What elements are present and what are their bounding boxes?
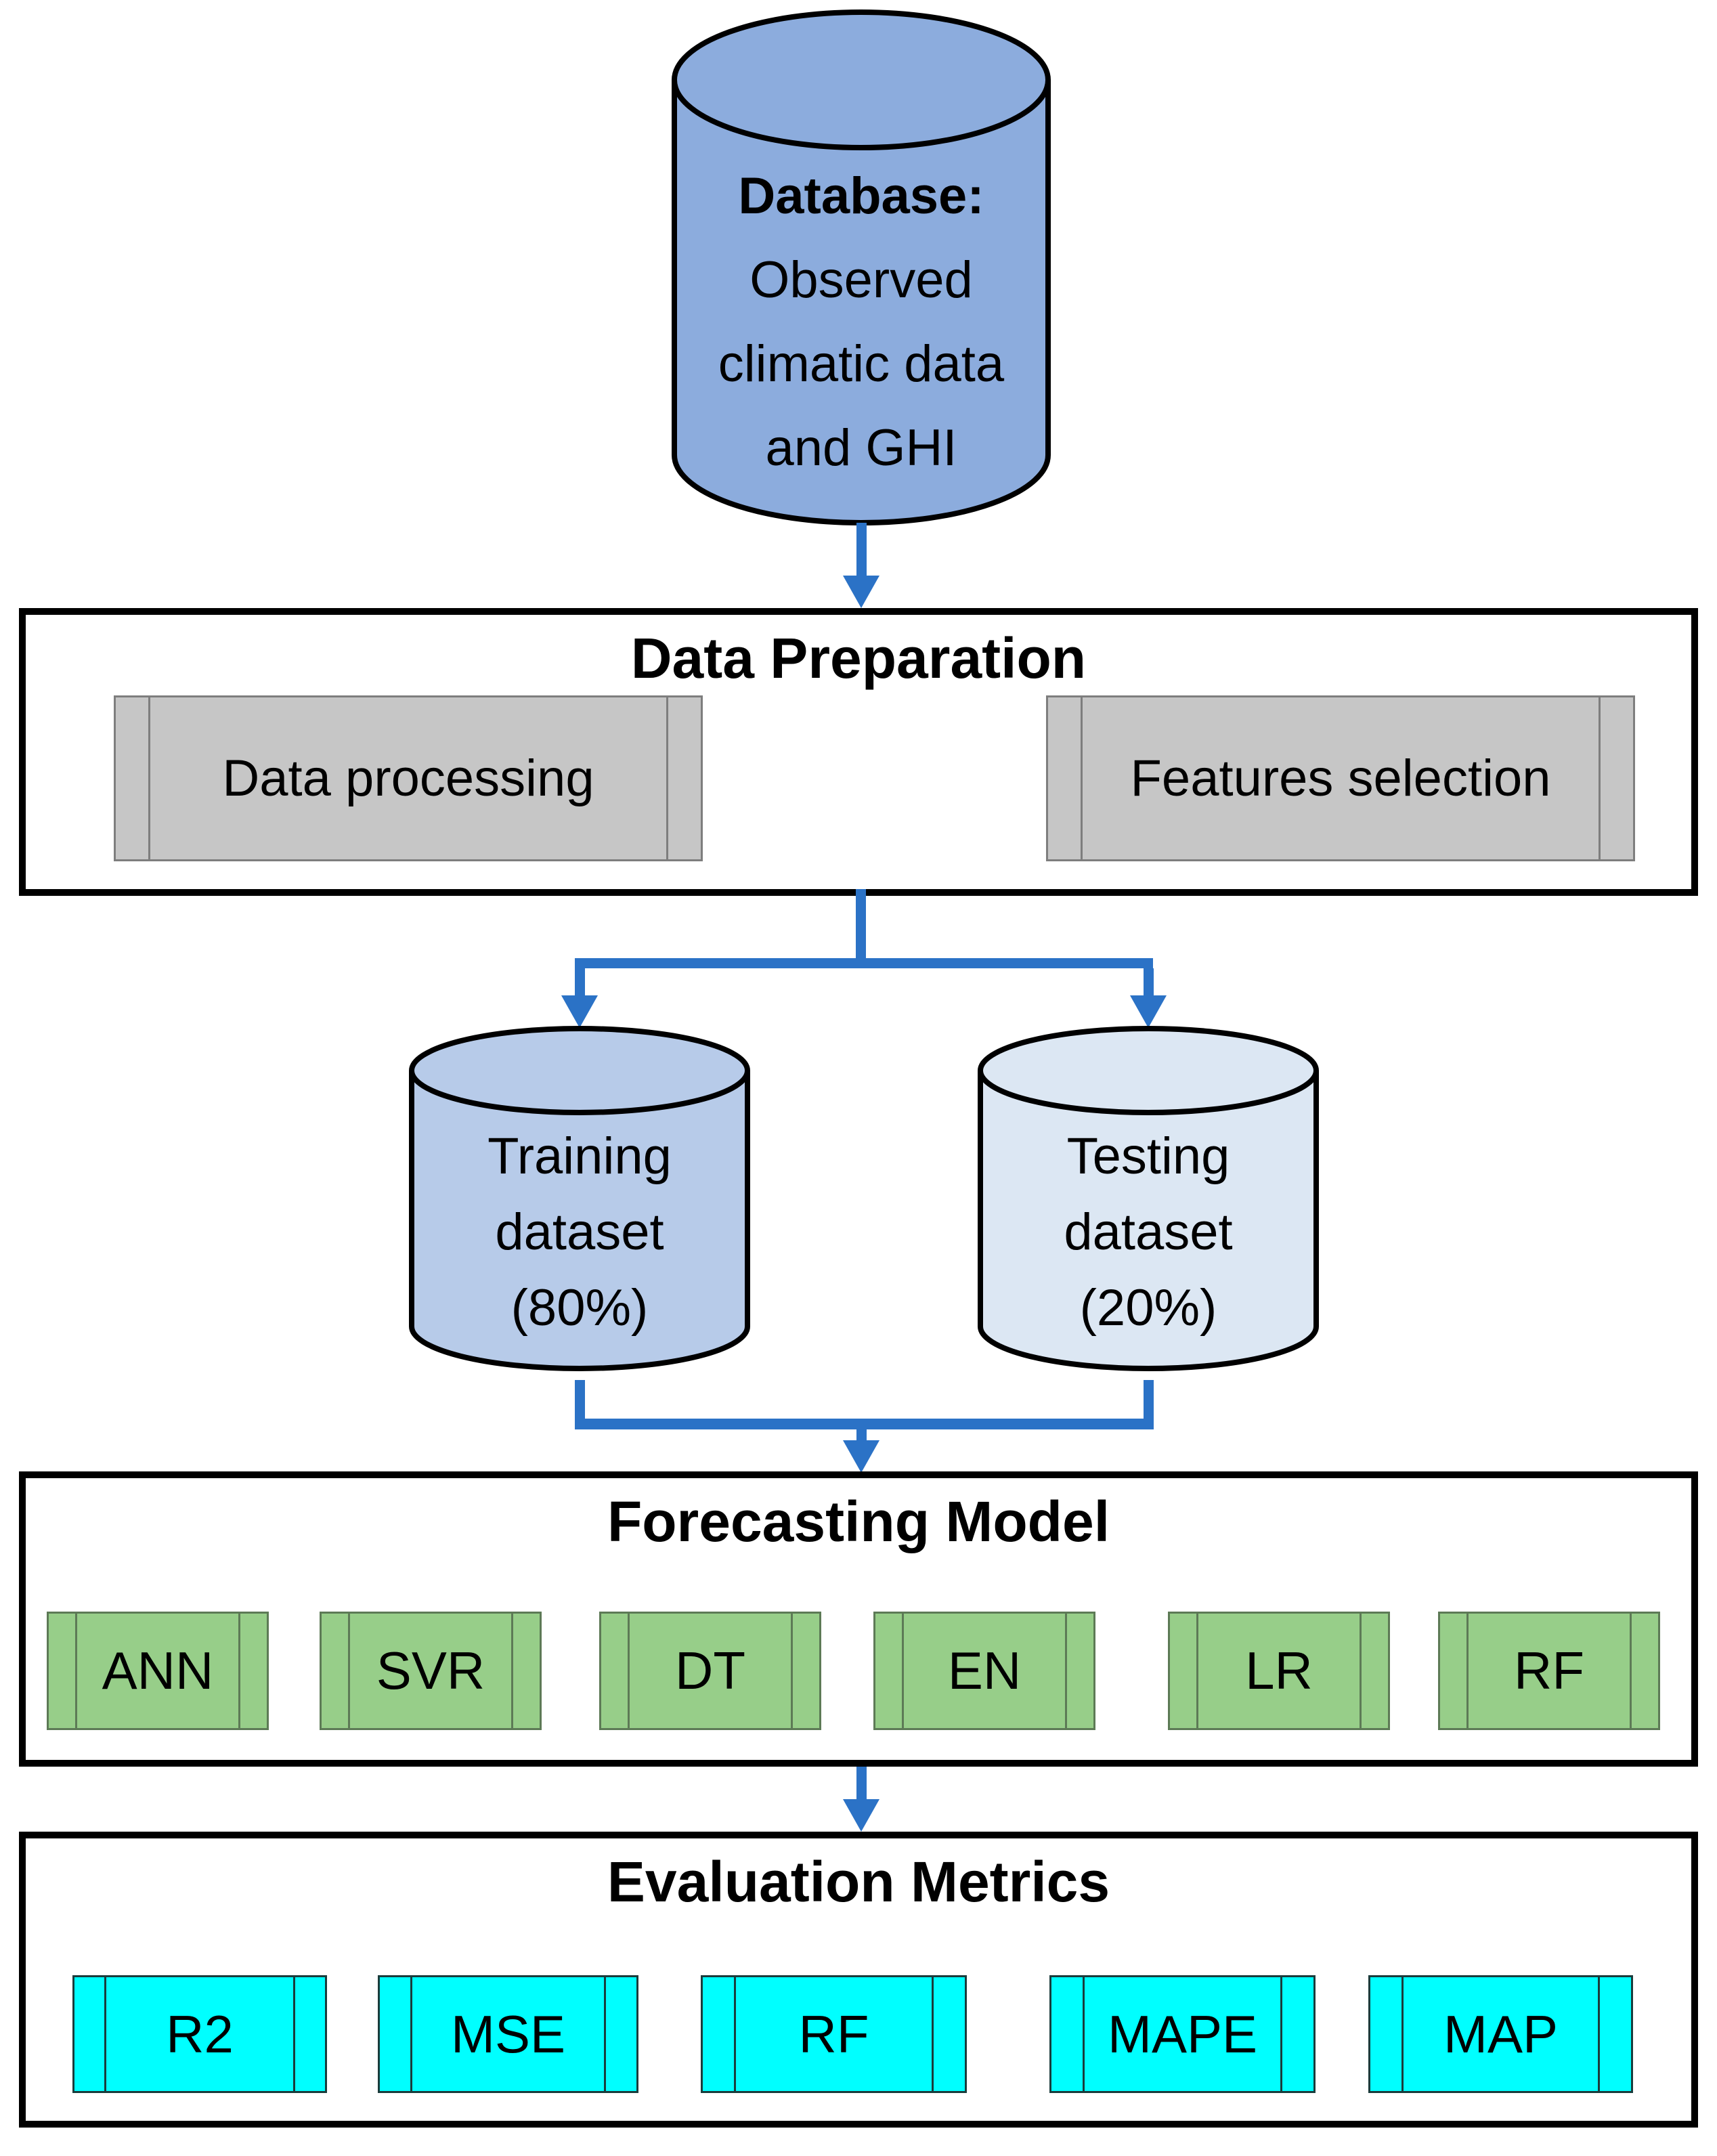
database-cylinder-shape	[672, 9, 1051, 525]
metric-label-mse: MSE	[450, 2004, 566, 2064]
model-label-svr: SVR	[376, 1641, 485, 1700]
merge-left-line	[575, 1380, 585, 1422]
arrow-shaft	[856, 1767, 867, 1799]
arrow-shaft	[1143, 968, 1154, 995]
arrow-head-icon	[843, 1440, 879, 1473]
model-label-en: EN	[947, 1641, 1022, 1700]
data-preparation-title: Data Preparation	[630, 626, 1087, 690]
metric-box-rf: RF	[701, 1975, 967, 2093]
model-box-en: EN	[873, 1612, 1095, 1730]
metric-box-r2: R2	[72, 1975, 327, 2093]
model-box-ann: ANN	[47, 1612, 269, 1730]
testing-dataset-cylinder	[978, 1026, 1319, 1371]
features-selection-box: Features selection	[1046, 695, 1635, 861]
split-horizontal-line	[575, 958, 1153, 968]
model-box-dt: DT	[599, 1612, 821, 1730]
testing-cylinder-body	[978, 1071, 1319, 1371]
arrow-shaft	[856, 1429, 867, 1440]
features-selection-label: Features selection	[1130, 750, 1551, 807]
testing-label-line1: Testing	[1066, 1127, 1230, 1185]
arrow-to-testing	[1130, 968, 1167, 1028]
forecasting-model-title: Forecasting Model	[607, 1490, 1110, 1553]
database-label-line4: and GHI	[765, 419, 957, 477]
training-label-line3: (80%)	[510, 1279, 649, 1337]
testing-cylinder-shape	[978, 1026, 1319, 1371]
database-label-colon: :	[967, 167, 984, 225]
evaluation-metrics-title: Evaluation Metrics	[607, 1850, 1110, 1914]
model-box-svr: SVR	[320, 1612, 542, 1730]
data-processing-label: Data processing	[222, 750, 594, 807]
arrow-head-icon	[843, 1799, 879, 1832]
model-box-lr: LR	[1168, 1612, 1390, 1730]
merge-horizontal-line	[575, 1419, 1154, 1429]
database-label-line1: Database:	[672, 154, 1051, 238]
testing-dataset-label: Testing dataset (20%)	[978, 1119, 1319, 1346]
arrow-db-to-preparation	[843, 523, 879, 608]
model-label-lr: LR	[1245, 1641, 1313, 1700]
arrow-shaft	[574, 968, 585, 995]
arrow-to-training	[561, 968, 598, 1028]
testing-label-line2: dataset	[1064, 1203, 1233, 1261]
model-label-rf: RF	[1514, 1641, 1584, 1700]
training-dataset-label: Training dataset (80%)	[409, 1119, 750, 1346]
database-cylinder	[672, 9, 1051, 525]
database-cylinder-body	[672, 80, 1051, 525]
model-box-rf: RF	[1438, 1612, 1660, 1730]
training-dataset-cylinder	[409, 1026, 750, 1371]
database-label-line3: climatic data	[718, 335, 1005, 393]
testing-label-line3: (20%)	[1079, 1279, 1217, 1337]
data-processing-box: Data processing	[114, 695, 703, 861]
database-label-bold: Database	[738, 167, 968, 225]
merge-right-line	[1144, 1380, 1154, 1422]
metric-box-mape: MAPE	[1049, 1975, 1316, 2093]
arrow-head-icon	[843, 576, 879, 608]
training-cylinder-body	[409, 1071, 750, 1371]
training-cylinder-top-ellipse	[409, 1026, 750, 1115]
arrow-head-icon	[1130, 995, 1167, 1028]
training-label-line1: Training	[487, 1127, 672, 1185]
metric-box-mse: MSE	[378, 1975, 638, 2093]
arrow-to-evaluation	[843, 1767, 879, 1832]
metric-label-rf: RF	[798, 2004, 869, 2064]
metric-label-mape: MAPE	[1107, 2004, 1258, 2064]
metric-label-map: MAP	[1443, 2004, 1559, 2064]
arrow-head-icon	[561, 995, 598, 1028]
database-cylinder-top-ellipse	[672, 9, 1051, 150]
database-label-line2: Observed	[749, 251, 973, 309]
model-label-ann: ANN	[102, 1641, 214, 1700]
metric-box-map: MAP	[1368, 1975, 1633, 2093]
forecasting-model-box: Forecasting Model	[19, 1471, 1698, 1767]
arrow-to-forecasting	[843, 1429, 879, 1473]
arrow-shaft	[856, 523, 867, 576]
training-label-line2: dataset	[495, 1203, 664, 1261]
split-stem-line	[856, 889, 866, 965]
training-cylinder-shape	[409, 1026, 750, 1371]
testing-cylinder-top-ellipse	[978, 1026, 1319, 1115]
metric-label-r2: R2	[166, 2004, 234, 2064]
model-label-dt: DT	[675, 1641, 745, 1700]
database-label: Database: Observed climatic data and GHI	[672, 154, 1051, 490]
